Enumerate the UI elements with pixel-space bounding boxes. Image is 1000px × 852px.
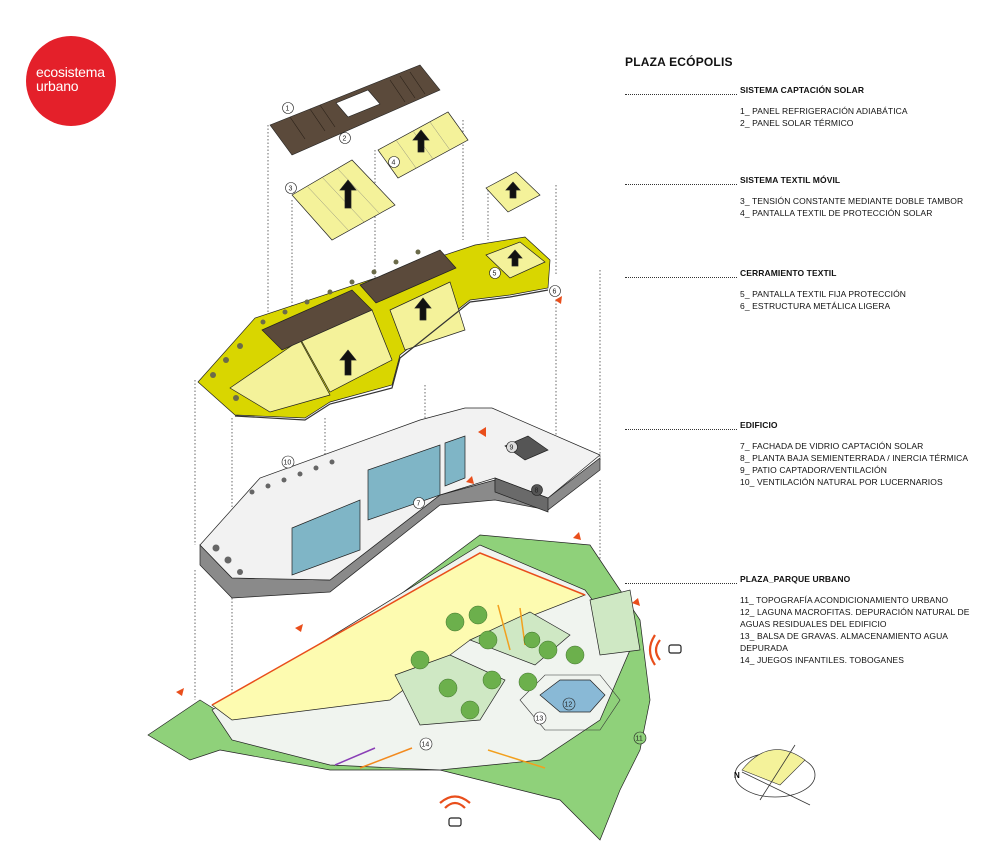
glass-facade-3 bbox=[444, 435, 466, 487]
slide-purple bbox=[334, 747, 376, 766]
movable-textile-layer bbox=[291, 111, 541, 241]
canopy-truss bbox=[234, 289, 549, 421]
legend-section-textile-movil: SISTEMA TEXTIL MÓVIL 3_ TENSIÓN CONSTANT… bbox=[625, 175, 985, 219]
marker-10: 10 bbox=[284, 460, 292, 467]
page-title: PLAZA ECÓPOLIS bbox=[625, 55, 733, 69]
marker-3: 3 bbox=[289, 186, 293, 193]
legend-item: 12_ LAGUNA MACROFITAS. DEPURACIÓN NATURA… bbox=[740, 607, 970, 629]
marker-6: 6 bbox=[553, 289, 557, 296]
arrow-icon bbox=[339, 179, 357, 209]
canopy-light-mid bbox=[389, 281, 466, 351]
marker-7: 7 bbox=[417, 501, 421, 508]
red-marker-triangles bbox=[176, 296, 640, 696]
legend-section-cerramiento: CERRAMIENTO TEXTIL 5_ PANTALLA TEXTIL FI… bbox=[625, 268, 985, 312]
legend-heading: CERRAMIENTO TEXTIL bbox=[740, 268, 837, 278]
arrow-icon bbox=[414, 297, 432, 321]
compass-icon: N bbox=[734, 744, 816, 806]
legend-item: 3_ TENSIÓN CONSTANTE MEDIANTE DOBLE TAMB… bbox=[740, 196, 964, 206]
logo-line-2: urbano bbox=[36, 78, 79, 94]
gravel-pond bbox=[519, 674, 621, 731]
trees bbox=[410, 605, 585, 720]
textile-canopy-layer bbox=[197, 236, 551, 421]
legend-section-edificio: EDIFICIO 7_ FACHADA DE VIDRIO CAPTACIÓN … bbox=[625, 420, 985, 488]
sound-icon bbox=[439, 634, 661, 809]
legend-heading: SISTEMA TEXTIL MÓVIL bbox=[740, 175, 841, 185]
marker-2: 2 bbox=[343, 136, 347, 143]
numbered-markers: 1 2 3 4 5 6 7 8 9 10 11 12 13 14 bbox=[281, 102, 647, 751]
legend-heading: EDIFICIO bbox=[740, 420, 778, 430]
half-buried-block bbox=[494, 477, 549, 513]
plaza-red-edge bbox=[211, 552, 586, 706]
glass-facade-1 bbox=[291, 499, 361, 576]
marker-4: 4 bbox=[392, 160, 396, 167]
marker-13: 13 bbox=[536, 716, 544, 723]
legend-item: 2_ PANEL SOLAR TÉRMICO bbox=[740, 118, 854, 128]
marker-8: 8 bbox=[535, 488, 539, 495]
canopy-light-front bbox=[229, 339, 331, 413]
ventilation-patio bbox=[504, 435, 549, 461]
slide-orange-3 bbox=[497, 604, 511, 651]
slide-orange-2 bbox=[487, 749, 546, 769]
green-zone-3 bbox=[589, 589, 641, 656]
legend-section-solar: SISTEMA CAPTACIÓN SOLAR 1_ PANEL REFRIGE… bbox=[625, 85, 985, 129]
legend-item: 11_ TOPOGRAFÍA ACONDICIONAMIENTO URBANO bbox=[740, 595, 949, 605]
legend-heading: PLAZA_PARQUE URBANO bbox=[740, 574, 851, 584]
adiabatic-panel-gap bbox=[335, 89, 381, 118]
arrow-icon bbox=[507, 249, 523, 267]
plaza-layer bbox=[147, 296, 682, 841]
marker-11: 11 bbox=[636, 736, 643, 743]
marker-9: 9 bbox=[510, 445, 514, 452]
legend-item: 4_ PANTALLA TEXTIL DE PROTECCIÓN SOLAR bbox=[740, 208, 933, 218]
canopy-solar-strip-2 bbox=[359, 249, 457, 304]
legend-item: 10_ VENTILACIÓN NATURAL POR LUCERNARIOS bbox=[740, 477, 943, 487]
legend-section-plaza: PLAZA_PARQUE URBANO 11_ TOPOGRAFÍA ACOND… bbox=[625, 574, 985, 666]
marker-12: 12 bbox=[565, 702, 573, 709]
legend-item: 1_ PANEL REFRIGERACIÓN ADIABÁTICA bbox=[740, 106, 908, 116]
compass-north-label: N bbox=[734, 771, 740, 780]
legend-item: 6_ ESTRUCTURA METÁLICA LIGERA bbox=[740, 301, 891, 311]
macrophyte-lagoon bbox=[539, 679, 606, 713]
arrow-icon bbox=[412, 129, 430, 153]
canopy-solar-strip-1 bbox=[261, 289, 373, 351]
arrow-icon bbox=[339, 349, 357, 376]
car-icon bbox=[448, 644, 682, 827]
legend-heading: SISTEMA CAPTACIÓN SOLAR bbox=[740, 85, 865, 95]
marker-5: 5 bbox=[493, 271, 497, 278]
slide-orange-1 bbox=[359, 747, 413, 769]
arrow-icon bbox=[505, 181, 521, 199]
marker-14: 14 bbox=[422, 742, 430, 749]
solar-panel-layer bbox=[269, 64, 441, 156]
ecosistema-urbano-logo: ecosistema urbano bbox=[26, 36, 116, 126]
legend-item: 9_ PATIO CAPTADOR/VENTILACIÓN bbox=[740, 465, 887, 475]
legend-item: 8_ PLANTA BAJA SEMIENTERRADA / INERCIA T… bbox=[740, 453, 969, 463]
logo-line-1: ecosistema bbox=[36, 64, 105, 80]
marker-1: 1 bbox=[286, 106, 290, 113]
legend-item: 14_ JUEGOS INFANTILES. TOBOGANES bbox=[740, 655, 904, 665]
legend-item: 7_ FACHADA DE VIDRIO CAPTACIÓN SOLAR bbox=[740, 441, 924, 451]
legend-item: 13_ BALSA DE GRAVAS. ALMACENAMIENTO AGUA… bbox=[740, 631, 948, 653]
legend-item: 5_ PANTALLA TEXTIL FIJA PROTECCIÓN bbox=[740, 289, 907, 299]
